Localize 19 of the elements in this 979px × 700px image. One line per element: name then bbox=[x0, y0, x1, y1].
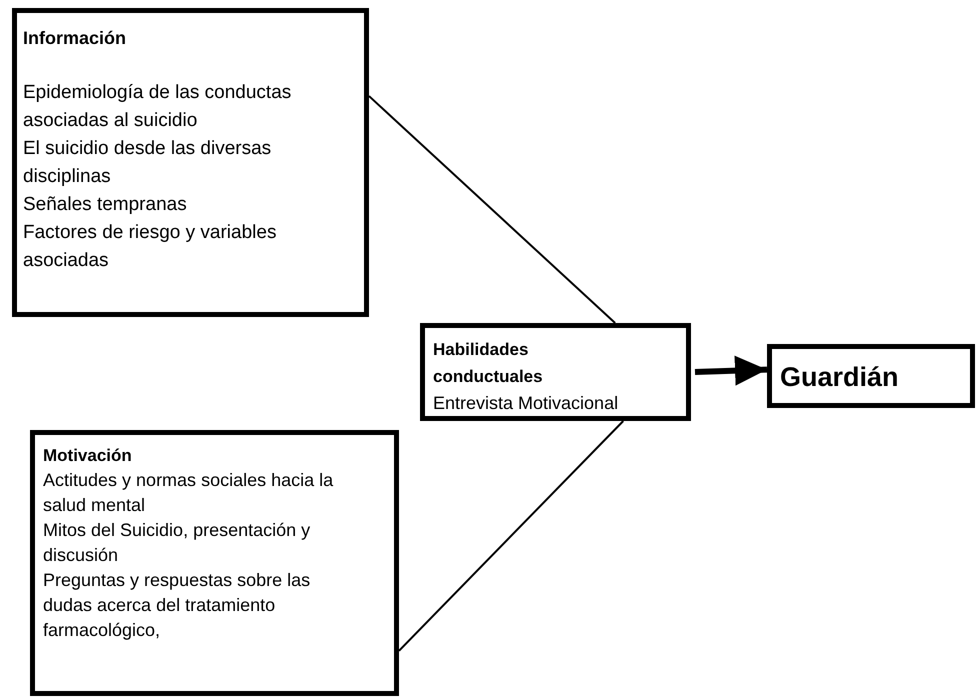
list-item: Preguntas y respuestas sobre las dudas acerca del tratamiento farmacológico, bbox=[43, 569, 312, 642]
list-item: El suicidio desde las diversas disciplinas bbox=[23, 137, 272, 189]
box-heading: Motivación bbox=[43, 445, 133, 467]
arrow bbox=[694, 356, 768, 386]
list-item: Señales tempranas bbox=[23, 193, 188, 217]
list-item: Mitos del Suicidio, presentación y discusión bbox=[43, 519, 312, 567]
text-box bbox=[30, 430, 399, 696]
text-box bbox=[12, 8, 369, 317]
list-item: Entrevista Motivacional bbox=[433, 392, 620, 415]
list-item: Factores de riesgo y variables asociadas bbox=[23, 221, 278, 273]
list-item: Epidemiología de las conductas asociadas al suicidio bbox=[23, 81, 292, 133]
box-heading: Información bbox=[23, 27, 128, 50]
text-box bbox=[767, 344, 975, 408]
connector-line bbox=[398, 420, 624, 652]
connector-line bbox=[368, 95, 616, 324]
box-heading: Habilidades conductuales bbox=[433, 339, 544, 388]
text-box bbox=[420, 323, 691, 421]
list-item: Actitudes y normas sociales hacia la salud mental bbox=[43, 469, 334, 517]
box-heading: Guardián bbox=[780, 361, 900, 394]
